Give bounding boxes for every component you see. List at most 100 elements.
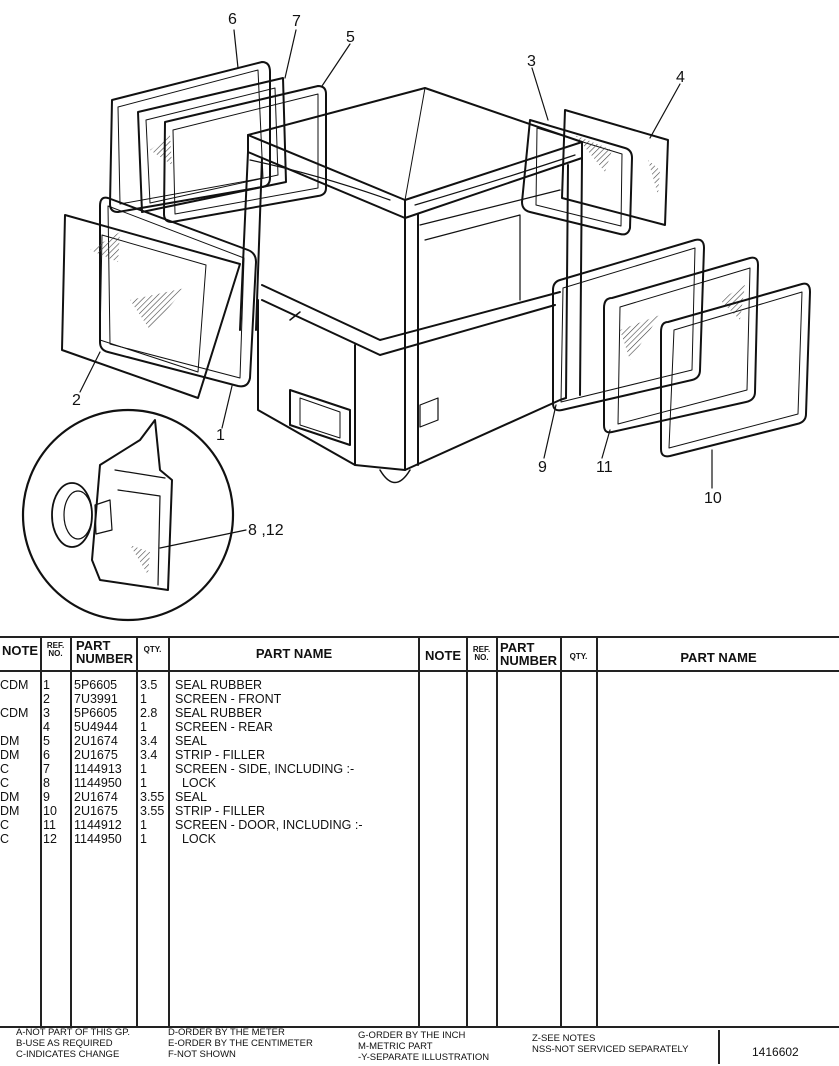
- cell-part: 1144950: [74, 776, 122, 790]
- legend-divider: [0, 1026, 839, 1028]
- callout-9: 9: [538, 459, 547, 476]
- screen-side-frame-7: [137, 77, 287, 213]
- table-row: C 11 1144912 1 SCREEN - DOOR, INCLUDING :-: [0, 818, 418, 832]
- cell-ref: 4: [43, 720, 50, 734]
- cell-qty: 3.4: [140, 748, 158, 762]
- table-row: C 8 1144950 1 LOCK: [0, 776, 418, 790]
- cell-part: 2U1674: [74, 790, 118, 804]
- cell-note: CDM: [0, 678, 29, 692]
- table-row: DM 6 2U1675 3.4 STRIP - FILLER: [0, 748, 418, 762]
- cell-qty: 1: [140, 832, 147, 846]
- cell-ref: 8: [43, 776, 50, 790]
- header-note-right: NOTE: [424, 648, 462, 663]
- cell-qty: 1: [140, 720, 147, 734]
- cab-body: [239, 87, 583, 484]
- callout-1: 1: [216, 427, 225, 444]
- lock-detail-inset: [21, 408, 235, 622]
- cell-ref: 10: [43, 804, 57, 818]
- cell-note: CDM: [0, 706, 29, 720]
- callout-10: 10: [704, 490, 722, 507]
- cell-part: 1144950: [74, 832, 122, 846]
- table-row: 4 5U4944 1 SCREEN - REAR: [0, 720, 418, 734]
- cell-qty: 3.55: [140, 790, 165, 804]
- table-row: CDM 1 5P6605 3.5 SEAL RUBBER: [0, 678, 418, 692]
- cell-part: 2U1675: [74, 804, 118, 818]
- cell-note: DM: [0, 790, 20, 804]
- header-ref-no-right: REF.NO.: [472, 645, 491, 662]
- header-ref-no: REF.NO.: [46, 641, 65, 658]
- table-row: C 12 1144950 1 LOCK: [0, 832, 418, 846]
- cell-qty: 2.8: [140, 706, 158, 720]
- cell-part: 5P6605: [74, 678, 118, 692]
- cell-part: 1144913: [74, 762, 122, 776]
- cell-name: SEAL RUBBER: [175, 706, 263, 720]
- cell-part: 5U4944: [74, 720, 118, 734]
- cell-ref: 6: [43, 748, 50, 762]
- cell-note: C: [0, 832, 10, 846]
- cell-ref: 11: [43, 818, 56, 832]
- cell-name: LOCK: [175, 832, 216, 846]
- cell-note: DM: [0, 748, 20, 762]
- callout-2: 2: [72, 392, 81, 409]
- cell-name: SCREEN - FRONT: [175, 692, 282, 706]
- cell-name: LOCK: [175, 776, 216, 790]
- cell-ref: 2: [43, 692, 50, 706]
- cell-part: 2U1674: [74, 734, 118, 748]
- screen-front-2: [61, 214, 241, 399]
- cell-ref: 7: [43, 762, 50, 776]
- cell-part: 2U1675: [74, 748, 118, 762]
- header-qty-right: QTY.: [569, 652, 588, 661]
- callout-11: 11: [596, 459, 613, 476]
- cell-part: 5P6605: [74, 706, 118, 720]
- cell-name: SEAL RUBBER: [175, 678, 263, 692]
- cell-part: 7U3991: [74, 692, 118, 706]
- cell-ref: 1: [43, 678, 50, 692]
- callout-3: 3: [527, 53, 536, 70]
- screen-rear-frame-4: [561, 109, 669, 226]
- cell-name: SEAL: [175, 734, 207, 748]
- cell-note: C: [0, 762, 10, 776]
- callout-5: 5: [346, 29, 355, 46]
- seal-rubber-frame-1: [99, 196, 257, 388]
- cell-name: SCREEN - DOOR, INCLUDING :-: [175, 818, 363, 832]
- table-row: C 7 1144913 1 SCREEN - SIDE, INCLUDING :-: [0, 762, 418, 776]
- cell-note: C: [0, 818, 10, 832]
- document-number: 1416602: [752, 1045, 799, 1059]
- legend-docnum-divider: [718, 1030, 720, 1064]
- cell-ref: 5: [43, 734, 50, 748]
- cell-name: SEAL: [175, 790, 207, 804]
- cell-qty: 1: [140, 762, 147, 776]
- cell-qty: 3.4: [140, 734, 158, 748]
- cell-note: DM: [0, 804, 20, 818]
- screen-door-frame-11: [603, 256, 759, 434]
- cell-qty: 1: [140, 776, 147, 790]
- cell-name: STRIP - FILLER: [175, 748, 266, 762]
- callout-8-12: 8 ,12: [248, 522, 284, 539]
- cell-name: SCREEN - REAR: [175, 720, 273, 734]
- cell-qty: 3.55: [140, 804, 165, 818]
- cell-note: C: [0, 776, 10, 790]
- cell-qty: 1: [140, 818, 147, 832]
- cell-name: SCREEN - SIDE, INCLUDING :-: [175, 762, 355, 776]
- exploded-cab-diagram: 6 7 5 3 4 2 1 9 11 10 8 ,12: [21, 11, 811, 622]
- header-part-name: PART NAME: [255, 646, 333, 661]
- table-row: DM 10 2U1675 3.55 STRIP - FILLER: [0, 804, 418, 818]
- header-qty: QTY.: [143, 645, 162, 654]
- strip-filler-frame-10: [660, 282, 811, 458]
- cell-ref: 12: [43, 832, 57, 846]
- cell-part: 1144912: [74, 818, 122, 832]
- cell-qty: 1: [140, 692, 147, 706]
- cell-name: STRIP - FILLER: [175, 804, 266, 818]
- callout-6: 6: [228, 11, 237, 28]
- header-part-name-right: PART NAME: [680, 650, 757, 665]
- cell-qty: 3.5: [140, 678, 158, 692]
